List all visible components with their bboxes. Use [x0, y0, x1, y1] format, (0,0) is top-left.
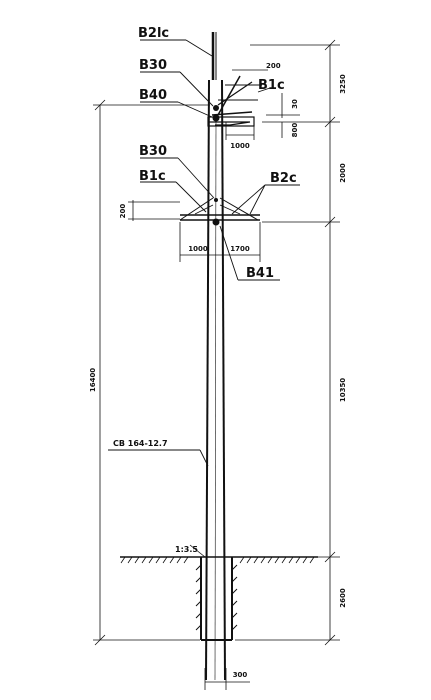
dim-top-height: 3250 — [339, 74, 347, 94]
label-b40: B40 — [139, 88, 167, 103]
dim-top-offset: 200 — [266, 62, 281, 70]
dim-lower-arm-left: 1000 — [188, 245, 208, 253]
dim-upper-arm: 1000 — [230, 142, 250, 150]
dim-total-height: 16400 — [89, 368, 97, 392]
dim-upper-drop: 800 — [291, 123, 299, 138]
dim-above-ground: 10350 — [339, 378, 347, 402]
label-pole-type: CB 164-12.7 — [113, 439, 168, 448]
ground-foundation — [120, 544, 318, 641]
dim-base-width: 300 — [233, 671, 248, 679]
label-b41: B41 — [246, 266, 274, 281]
label-b30-upper: B30 — [139, 58, 167, 73]
lower-crossarm — [179, 197, 260, 226]
dim-lower-arm-right: 1700 — [230, 245, 250, 253]
dim-lower-offset: 200 — [119, 204, 127, 219]
label-b1c-upper: B1c — [258, 78, 285, 93]
label-b2lc: B2lc — [138, 26, 169, 41]
label-slope: 1:3.5 — [175, 545, 198, 554]
label-b30-lower: B30 — [139, 144, 167, 159]
label-b1c-lower: B1c — [139, 169, 166, 184]
leader-lines — [108, 39, 300, 467]
dim-middle-height: 2000 — [339, 163, 347, 183]
dimension-lines — [93, 39, 340, 690]
label-b2c: B2c — [270, 171, 297, 186]
dim-upper-small: 30 — [291, 99, 299, 109]
upper-crossarm — [207, 75, 262, 127]
pole-shaft — [205, 32, 226, 681]
dim-below-ground: 2600 — [339, 588, 347, 608]
